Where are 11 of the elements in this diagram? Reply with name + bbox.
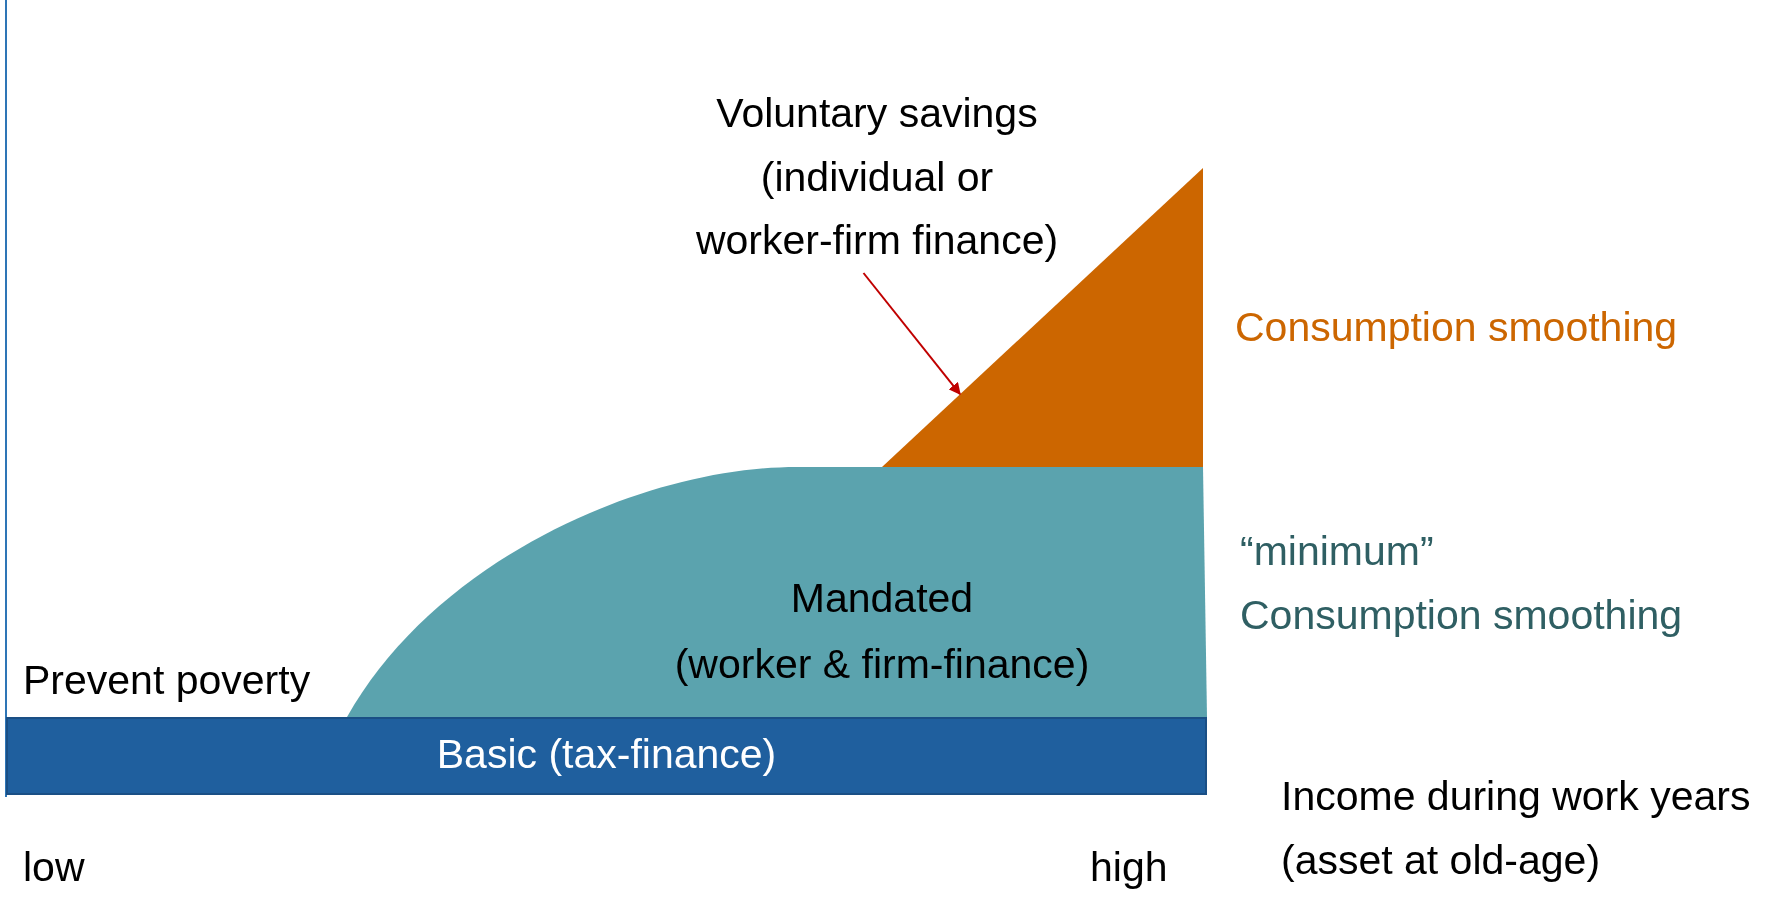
axis-tick-label: low (23, 843, 85, 892)
leader-arrow (862, 272, 961, 396)
bar-label: Basic (tax-finance) (435, 731, 778, 778)
annotation-text: Prevent poverty (23, 656, 311, 705)
bar (6, 717, 1207, 795)
axis-title: Income during work years (asset at old-age) (1281, 772, 1751, 885)
annotation-text: “minimum” Consumption smoothing (1240, 527, 1683, 640)
axis-tick-label: high (1090, 843, 1168, 892)
annotation-text: Consumption smoothing (1235, 303, 1678, 352)
annotation-text: Voluntary savings (individual or worker-firm finance) (652, 82, 1102, 273)
area-label: Mandated (worker & firm-finance) (673, 574, 1091, 689)
